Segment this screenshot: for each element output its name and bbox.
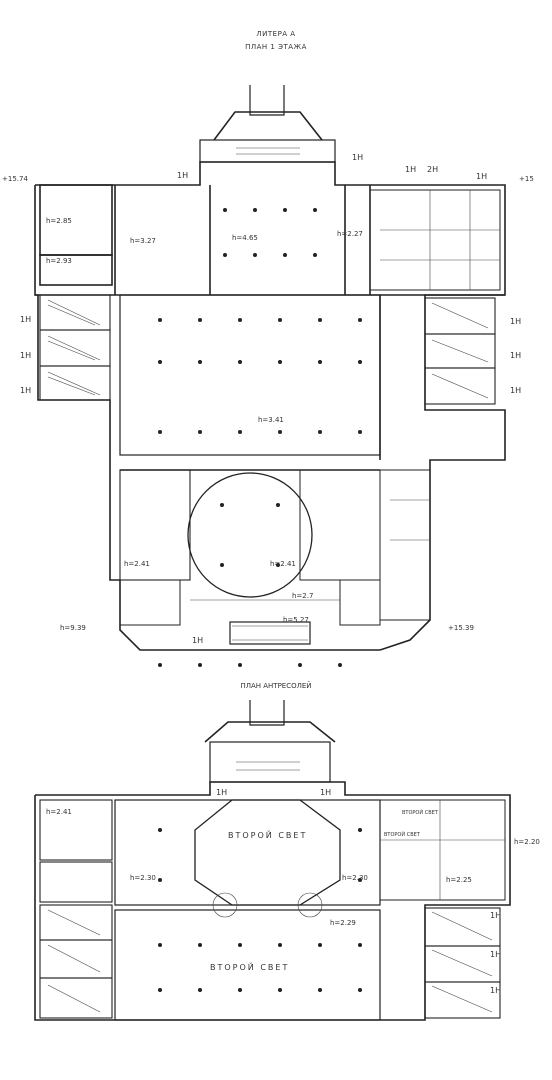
mezz-door-1h-b: 1Н [320, 788, 331, 797]
door-1h-r2: 1Н [510, 351, 521, 360]
door-1h-c: 1Н [405, 165, 416, 174]
first-floor-details [47, 147, 500, 641]
height-lower-mid: h=2.7 [292, 592, 313, 600]
mezz-door-1h-c: 1Н [490, 911, 501, 920]
height-lower-left: h=2.41 [124, 560, 150, 568]
height-hall-center: h=4.65 [232, 234, 258, 242]
mezz-door-1h-a: 1Н [216, 788, 227, 797]
mezzanine-title: ПЛАН АНТРЕСОЛЕЙ [240, 681, 311, 690]
mezz-door-1h-d: 1Н [490, 950, 501, 959]
door-2h: 2Н [427, 165, 438, 174]
level-right: +15.39 [448, 624, 474, 632]
level-left: h=9.39 [60, 624, 86, 632]
plan-caption-line2: ПЛАН 1 ЭТАЖА [245, 43, 307, 51]
second-light-right-b: ВТОРОЙ СВЕТ [384, 831, 421, 838]
second-light-bottom: ВТОРОЙ СВЕТ [210, 961, 289, 972]
door-1h-b: 1Н [352, 153, 363, 162]
first-floor-labels: +15.74 +15 h=9.39 +15.39 h=2.85 h=2.93 h… [2, 153, 534, 645]
door-1h-f: 1Н [20, 351, 31, 360]
mezzanine-labels: ВТОРОЙ СВЕТ ВТОРОЙ СВЕТ ВТОРОЙ СВЕТ ВТОР… [46, 788, 540, 995]
height-lower-center: h=2.41 [270, 560, 296, 568]
door-1h-d: 1Н [476, 172, 487, 181]
mezzanine-details [47, 761, 505, 1013]
height-entry: h=5.27 [283, 616, 309, 624]
door-1h-g: 1Н [20, 386, 31, 395]
second-light-right-a: ВТОРОЙ СВЕТ [402, 809, 439, 816]
mezzanine-columns [158, 828, 362, 992]
door-1h-r1: 1Н [510, 317, 521, 326]
mezz-height-edge-right: h=2.20 [514, 838, 540, 846]
plan-caption-line1: ЛИТЕРА А [256, 30, 296, 38]
door-1h-e: 1Н [20, 315, 31, 324]
height-small-left: h=2.93 [46, 257, 72, 265]
height-hall-right: h=2.27 [337, 230, 363, 238]
mezz-height-right: h=2.25 [446, 876, 472, 884]
mezzanine-walls [34, 700, 511, 1021]
mezz-height-center-left: h=2.30 [130, 874, 156, 882]
second-light-top: ВТОРОЙ СВЕТ [228, 829, 307, 840]
mezz-height-center-right: h=2.30 [342, 874, 368, 882]
mezz-height-lower: h=2.29 [330, 919, 356, 927]
height-top-left: h=2.85 [46, 217, 72, 225]
door-1h-h: 1Н [192, 636, 203, 645]
height-hall-left: h=3.27 [130, 237, 156, 245]
mezz-door-1h-e: 1Н [490, 986, 501, 995]
door-1h-a: 1Н [177, 171, 188, 180]
column-grid [158, 208, 362, 667]
height-main-hall: h=3.41 [258, 416, 284, 424]
door-1h-r3: 1Н [510, 386, 521, 395]
elevation-left: +15.74 [2, 175, 28, 183]
mezz-height-left: h=2.41 [46, 808, 72, 816]
elevation-right: +15 [519, 175, 534, 183]
